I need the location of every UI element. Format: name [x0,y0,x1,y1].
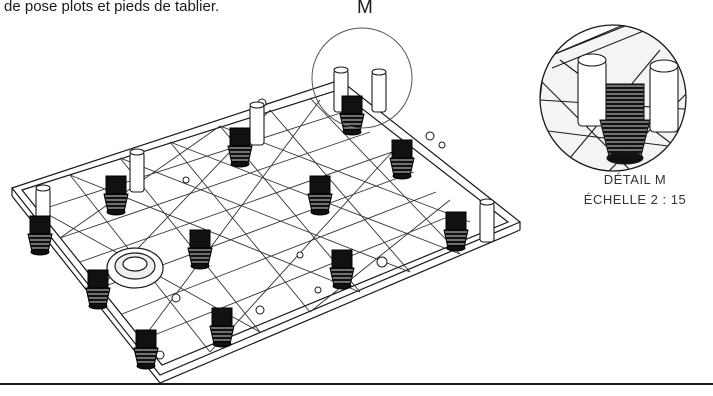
detail-label: DÉTAIL M ÉCHELLE 2 : 15 [540,170,713,210]
support-tubes [35,66,495,243]
detail-marker-label: M [357,0,373,18]
detail-title: DÉTAIL M [603,172,667,187]
adjustable-feet [27,95,469,370]
bottom-rule [0,383,713,385]
tray-frame [10,79,522,384]
detail-callout-circle [311,27,413,129]
drain-outlet [106,247,164,289]
caption-text: de pose plots et pieds de tablier. [4,0,220,15]
detail-scale: ÉCHELLE 2 : 15 [583,192,687,207]
detail-view-m [539,24,687,172]
